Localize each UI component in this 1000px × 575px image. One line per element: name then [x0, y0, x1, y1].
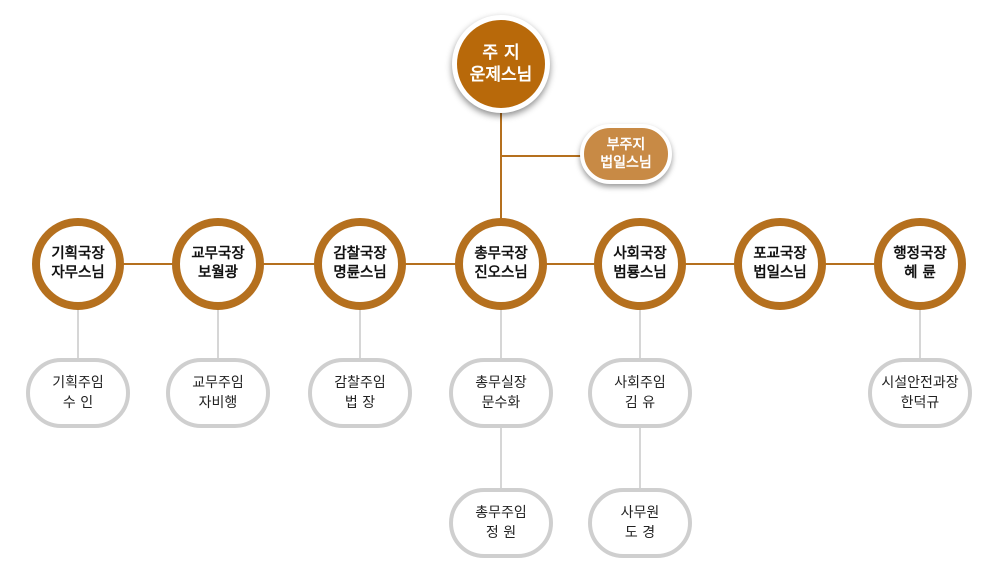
- dept-node-inspection: 감찰국장 명륜스님: [314, 218, 406, 310]
- staff-name: 한덕규: [900, 395, 940, 411]
- head-abbot-node: 주 지 운제스님: [452, 15, 550, 113]
- staff-name: 수 인: [62, 395, 94, 411]
- staff-title: 감찰주임: [334, 375, 386, 391]
- staff-node-inspection: 감찰주임 법 장: [308, 358, 412, 428]
- staff-node-social-clerk: 사무원 도 경: [588, 488, 692, 558]
- dept-title: 기획국장: [51, 246, 105, 262]
- staff-node-planning: 기획주임 수 인: [26, 358, 130, 428]
- vice-title: 부주지: [606, 137, 646, 153]
- dept-node-administration: 행정국장 혜 륜: [874, 218, 966, 310]
- staff-name: 자비행: [198, 395, 238, 411]
- connector-line: [77, 305, 79, 363]
- connector-line: [217, 305, 219, 363]
- staff-title: 사회주임: [614, 375, 666, 391]
- dept-name: 보월광: [197, 265, 239, 281]
- staff-title: 사무원: [620, 505, 660, 521]
- staff-name: 법 장: [344, 395, 376, 411]
- staff-name: 문수화: [481, 395, 521, 411]
- dept-node-general: 총무국장 진오스님: [455, 218, 547, 310]
- staff-node-general-chief: 총무실장 문수화: [449, 358, 553, 428]
- staff-node-general-assistant: 총무주임 정 원: [449, 488, 553, 558]
- head-title: 주 지: [482, 43, 520, 63]
- vice-abbot-node: 부주지 법일스님: [580, 124, 672, 184]
- dept-node-social: 사회국장 범룡스님: [594, 218, 686, 310]
- dept-node-education: 교무국장 보월광: [172, 218, 264, 310]
- dept-name: 법일스님: [753, 265, 807, 281]
- dept-name: 혜 륜: [904, 265, 936, 281]
- dept-title: 포교국장: [753, 246, 807, 262]
- dept-title: 행정국장: [893, 246, 947, 262]
- dept-node-planning: 기획국장 자무스님: [32, 218, 124, 310]
- dept-title: 감찰국장: [333, 246, 387, 262]
- vice-name: 법일스님: [600, 155, 652, 171]
- staff-title: 교무주임: [192, 375, 244, 391]
- connector-line: [500, 155, 585, 157]
- staff-node-admin-manager: 시설안전과장 한덕규: [868, 358, 972, 428]
- staff-name: 김 유: [624, 395, 656, 411]
- staff-node-education: 교무주임 자비행: [166, 358, 270, 428]
- staff-title: 총무실장: [475, 375, 527, 391]
- dept-node-missionary: 포교국장 법일스님: [734, 218, 826, 310]
- staff-node-social-assistant: 사회주임 김 유: [588, 358, 692, 428]
- staff-title: 시설안전과장: [881, 375, 959, 391]
- dept-title: 사회국장: [613, 246, 667, 262]
- head-name: 운제스님: [469, 65, 533, 85]
- dept-title: 교무국장: [191, 246, 245, 262]
- dept-name: 범룡스님: [613, 265, 667, 281]
- dept-name: 자무스님: [51, 265, 105, 281]
- connector-line: [919, 305, 921, 363]
- dept-name: 진오스님: [474, 265, 528, 281]
- staff-title: 기획주임: [52, 375, 104, 391]
- connector-line: [500, 105, 502, 225]
- staff-name: 정 원: [485, 525, 517, 541]
- connector-line: [359, 305, 361, 363]
- dept-name: 명륜스님: [333, 265, 387, 281]
- staff-title: 총무주임: [475, 505, 527, 521]
- dept-title: 총무국장: [474, 246, 528, 262]
- staff-name: 도 경: [624, 525, 656, 541]
